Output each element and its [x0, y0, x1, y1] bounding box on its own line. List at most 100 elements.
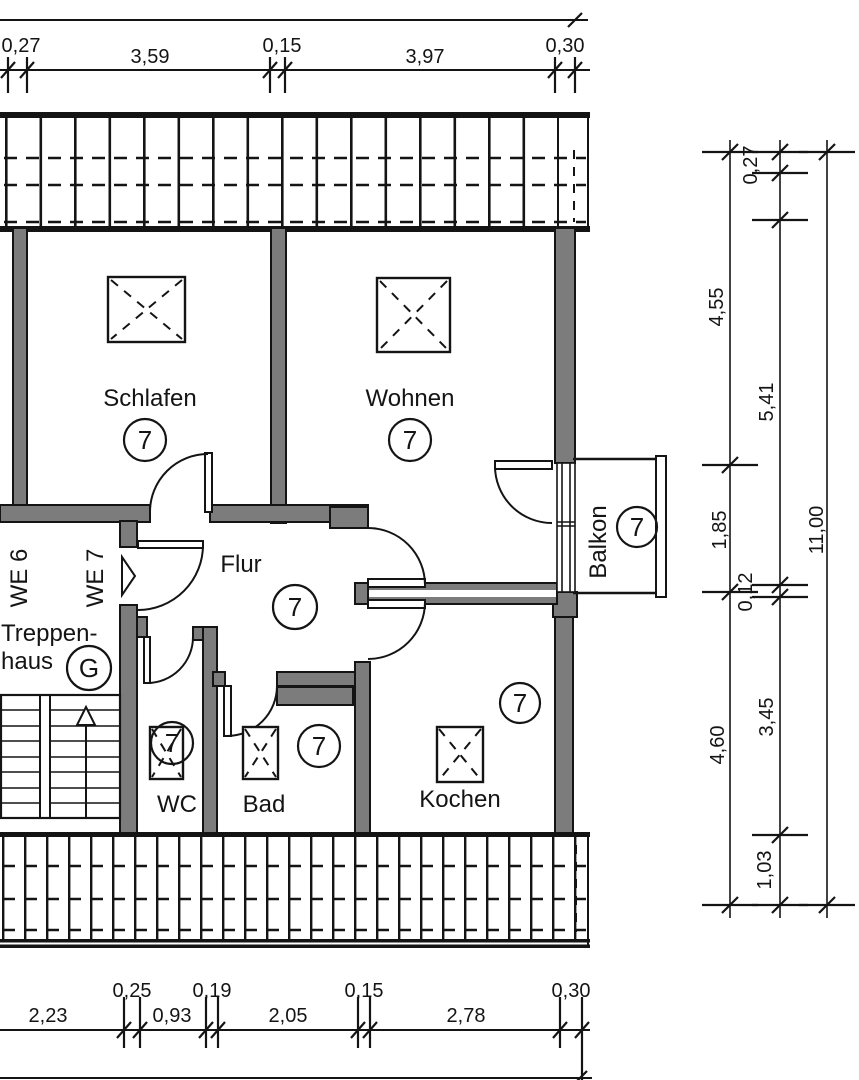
- roof-band2-bottom-edge1: [0, 939, 590, 943]
- top-roof-band: [0, 112, 590, 232]
- wall-wohnen-kochen-cap: [354, 582, 369, 605]
- unit-badge-wohnen: [387, 417, 433, 463]
- unit-number-bad: 7: [312, 731, 326, 761]
- dim-bottom-1: 0,25: [113, 980, 152, 1002]
- top-border-tick: [567, 12, 583, 28]
- room-label-treppenhaus-1: Treppen-: [1, 620, 98, 647]
- skylights: [106, 275, 485, 784]
- top-dimension-ticks: [0, 57, 583, 93]
- skylight-bad: [241, 725, 280, 781]
- dim-top-1: 3,59: [131, 46, 170, 68]
- apartment-label-we6: WE 6: [6, 549, 33, 608]
- wall-right-exterior-lower: [554, 616, 574, 834]
- wall-flur-top-end: [329, 506, 369, 529]
- top-dimensions: 0,27 3,59 0,15 3,97 0,30: [0, 12, 590, 93]
- stairs-treads: [1, 709, 119, 804]
- entrance-door-leaf: [137, 540, 204, 549]
- unit-number-kochen: 7: [513, 688, 527, 718]
- unit-badge-treppenhaus: [65, 644, 113, 692]
- schlafen-door-arc: [149, 453, 209, 513]
- apartment-label-we7: WE 7: [82, 549, 109, 608]
- dim-top-0: 0,27: [2, 35, 41, 57]
- wall-wohnen-kochen-channel: [369, 590, 556, 597]
- wc-door-leaf: [143, 636, 151, 684]
- roof-hatch-top: [2, 118, 558, 226]
- installation-shaft: [276, 686, 354, 706]
- wall-bad-door-stub: [212, 671, 226, 687]
- kochen-door-arc: [367, 601, 426, 660]
- dim-top-3: 3,97: [406, 46, 445, 68]
- wall-bad-kochen: [354, 661, 371, 834]
- bottom-roof-band: [0, 832, 590, 948]
- skylight-wc: [148, 725, 185, 781]
- dim-top-4: 0,30: [546, 35, 585, 57]
- dim-right-middle-0: 0,27: [740, 146, 762, 185]
- unit-badge-balkon: [615, 505, 659, 549]
- wall-wc-top-stub-left: [136, 616, 148, 638]
- stairs: [0, 693, 122, 820]
- dim-bottom-5: 0,15: [345, 980, 384, 1002]
- schlafen-door-leaf: [204, 452, 213, 513]
- dim-bottom-3: 0,19: [193, 980, 232, 1002]
- room-label-schlafen: Schlafen: [103, 385, 196, 412]
- wall-left-exterior: [12, 227, 28, 511]
- dim-right-middle-2: 0,12: [735, 573, 757, 612]
- entrance-door-symbol: [121, 553, 137, 599]
- doors: [121, 452, 426, 737]
- dim-right-middle-4: 1,03: [754, 851, 776, 890]
- bad-door-arc: [226, 685, 278, 737]
- dim-right-middle-1: 5,41: [756, 383, 778, 422]
- balcony-door-frame: [556, 462, 576, 593]
- balcony-door-arc: [494, 465, 553, 524]
- wall-right-exterior-upper: [554, 227, 576, 464]
- wall-treppenhaus-upper: [119, 520, 138, 548]
- right-dim-ticks-inner: [702, 143, 758, 914]
- wohnen-door-arc: [367, 527, 426, 586]
- kochen-door-leaf: [367, 599, 426, 609]
- right-dim-ticks-outer: [799, 143, 855, 914]
- dim-right-inner-1: 1,85: [709, 511, 731, 550]
- skylight-schlafen: [106, 275, 187, 344]
- unit-number-schlafen: 7: [138, 425, 152, 455]
- unit-number-wc: 7: [165, 728, 179, 758]
- dim-right-middle-3: 3,45: [756, 698, 778, 737]
- unit-number-flur: 7: [288, 592, 302, 622]
- room-label-flur: Flur: [220, 551, 261, 578]
- room-labels: Schlafen 7 Wohnen 7 Flur 7 WC 7 Bad 7 Ko…: [1, 385, 659, 818]
- bad-door-leaf: [223, 685, 232, 737]
- skylight-kochen: [435, 725, 485, 784]
- bottom-outer-tick: [576, 1070, 588, 1080]
- wc-door-arc: [146, 636, 194, 684]
- dim-bottom-4: 2,05: [269, 1005, 308, 1027]
- roof-band-bottom-edge: [0, 226, 590, 232]
- skylight-wohnen: [375, 276, 452, 354]
- unit-badge-kochen: [498, 681, 542, 725]
- room-label-kochen: Kochen: [419, 786, 500, 813]
- unit-badge-wc: [149, 720, 195, 766]
- dim-bottom-0: 2,23: [29, 1005, 68, 1027]
- unit-number-wohnen: 7: [403, 425, 417, 455]
- unit-number-balkon: 7: [630, 512, 644, 542]
- wall-flur-top-left: [0, 504, 151, 523]
- unit-number-treppenhaus: G: [79, 653, 99, 683]
- room-label-balkon: Balkon: [585, 505, 612, 578]
- dim-bottom-2: 0,93: [153, 1005, 192, 1027]
- unit-badge-schlafen: [122, 417, 168, 463]
- roof-hatch-bottom: [0, 837, 588, 939]
- walls: [0, 227, 578, 834]
- unit-badge-bad: [296, 723, 342, 769]
- wall-schlafen-wohnen: [270, 227, 287, 524]
- dim-bottom-7: 0,30: [552, 980, 591, 1002]
- bottom-dimension-ticks: [116, 997, 590, 1080]
- dim-right-outer-0: 11,00: [806, 506, 828, 555]
- roof-band2-top-edge: [0, 832, 590, 837]
- room-label-wohnen: Wohnen: [366, 385, 455, 412]
- wohnen-door-leaf: [367, 578, 426, 588]
- unit-badge-flur: [271, 583, 319, 631]
- room-label-bad: Bad: [243, 791, 286, 818]
- dim-right-inner-0: 4,55: [706, 288, 728, 327]
- room-label-treppenhaus-2: haus: [1, 648, 53, 675]
- dim-bottom-6: 2,78: [447, 1005, 486, 1027]
- room-label-wc: WC: [157, 791, 197, 818]
